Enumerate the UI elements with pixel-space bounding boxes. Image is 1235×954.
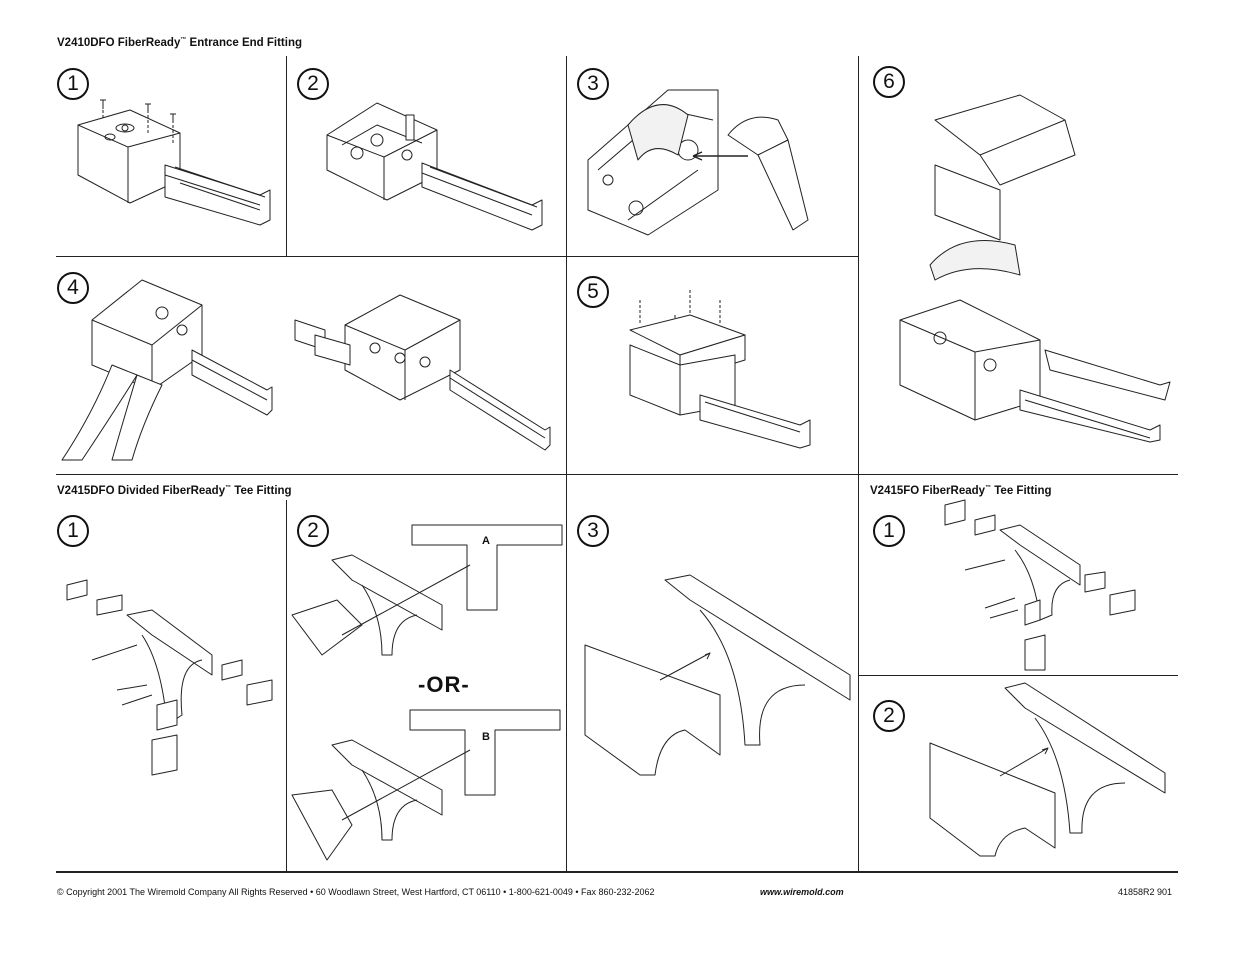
option-a-label: A (482, 535, 490, 547)
website-link[interactable]: www.wiremold.com (760, 887, 844, 897)
step-number: 1 (57, 515, 89, 547)
option-b-label: B (482, 731, 490, 743)
divider (858, 56, 859, 871)
tee-step1-illustration (944, 499, 1136, 671)
divider (56, 256, 858, 257)
divided-tee-step3-illustration (584, 574, 851, 776)
step-number: 2 (873, 700, 905, 732)
footer-rule (56, 871, 1178, 873)
divided-tee-step2a-illustration (291, 524, 563, 656)
divider (286, 56, 287, 256)
step-number: 2 (297, 68, 329, 100)
entrance-step4-right-illustration (294, 294, 551, 451)
step-number: 1 (57, 68, 89, 100)
tee-step2-illustration (929, 682, 1166, 857)
step-number: 4 (57, 272, 89, 304)
step-number: 3 (577, 68, 609, 100)
step-number: 1 (873, 515, 905, 547)
divided-tee-step2b-illustration (291, 709, 561, 861)
entrance-step4-left-illustration (61, 279, 273, 461)
divided-tee-fitting-title: V2415DFO Divided FiberReady™ Tee Fitting (57, 485, 292, 497)
document-number: 41858R2 901 (1118, 887, 1173, 897)
entrance-fitting-title: V2410DFO FiberReady™ Entrance End Fittin… (57, 37, 302, 49)
step-number: 5 (577, 276, 609, 308)
step-number: 2 (297, 515, 329, 547)
step-number: 3 (577, 515, 609, 547)
or-label: -OR- (418, 672, 470, 697)
entrance-step1-illustration (77, 99, 271, 226)
divider (56, 474, 1178, 475)
divider (566, 56, 567, 871)
entrance-step6-illustration (899, 94, 1171, 443)
tee-fitting-title: V2415FO FiberReady™ Tee Fitting (870, 485, 1052, 497)
entrance-step5-illustration (629, 290, 811, 449)
divider (858, 675, 1178, 676)
step-number: 6 (873, 66, 905, 98)
divided-tee-step1-illustration (66, 579, 273, 776)
copyright-text: © Copyright 2001 The Wiremold Company Al… (57, 887, 655, 897)
divider (286, 500, 287, 871)
entrance-step3-illustration (587, 89, 809, 236)
entrance-step2-illustration (326, 102, 543, 231)
